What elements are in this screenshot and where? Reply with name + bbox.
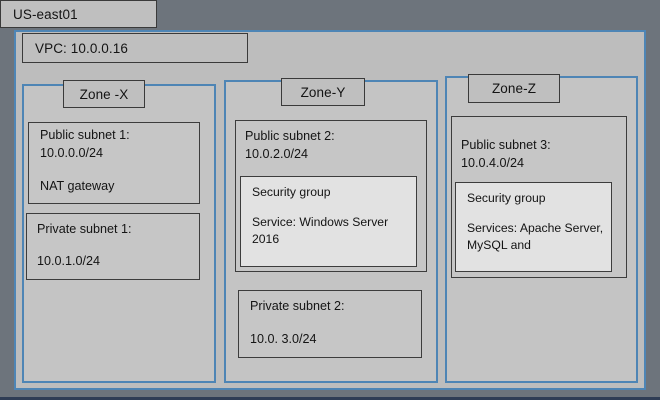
security-group-box-zone-z[interactable] bbox=[455, 182, 612, 272]
region-label-text: US-east01 bbox=[13, 6, 78, 22]
security-group-title-zone-y: Security group bbox=[252, 185, 331, 199]
subnet-box-private-subnet-1[interactable] bbox=[26, 213, 200, 280]
public-subnet-1-cidr: 10.0.0.0/24 bbox=[40, 146, 104, 160]
zone-label-text-zone-x: Zone -X bbox=[79, 86, 129, 102]
zone-label-text-zone-y: Zone-Y bbox=[300, 84, 346, 100]
public-subnet-2-cidr: 10.0.2.0/24 bbox=[245, 147, 309, 161]
public-subnet-3-title: Public subnet 3: bbox=[461, 138, 551, 152]
private-subnet-1-cidr: 10.0.1.0/24 bbox=[37, 254, 101, 268]
private-subnet-1-title: Private subnet 1: bbox=[37, 222, 132, 236]
security-group-title-zone-z: Security group bbox=[467, 191, 546, 205]
security-group-services-zone-z: Services: Apache Server, MySQL and bbox=[467, 221, 607, 252]
subnet-box-private-subnet-2[interactable] bbox=[238, 290, 422, 358]
zone-label-text-zone-z: Zone-Z bbox=[491, 81, 537, 96]
subnet-box-public-subnet-1[interactable] bbox=[28, 122, 200, 204]
vpc-label-tab[interactable]: VPC: 10.0.0.16 bbox=[22, 33, 248, 63]
public-subnet-1-nat-gateway: NAT gateway bbox=[40, 179, 115, 193]
public-subnet-1-title: Public subnet 1: bbox=[40, 128, 130, 142]
zone-label-tab-zone-x[interactable]: Zone -X bbox=[63, 80, 145, 108]
private-subnet-2-title: Private subnet 2: bbox=[250, 299, 345, 313]
security-group-services-zone-y: Service: Windows Server 2016 bbox=[252, 215, 392, 246]
public-subnet-2-title: Public subnet 2: bbox=[245, 129, 335, 143]
vpc-label-text: VPC: 10.0.0.16 bbox=[35, 40, 128, 56]
public-subnet-3-cidr: 10.0.4.0/24 bbox=[461, 156, 525, 170]
zone-label-tab-zone-z[interactable]: Zone-Z bbox=[468, 74, 560, 103]
region-label-tab[interactable]: US-east01 bbox=[0, 0, 157, 28]
private-subnet-2-cidr: 10.0. 3.0/24 bbox=[250, 332, 317, 346]
zone-label-tab-zone-y[interactable]: Zone-Y bbox=[281, 78, 365, 106]
security-group-box-zone-y[interactable] bbox=[240, 176, 417, 267]
